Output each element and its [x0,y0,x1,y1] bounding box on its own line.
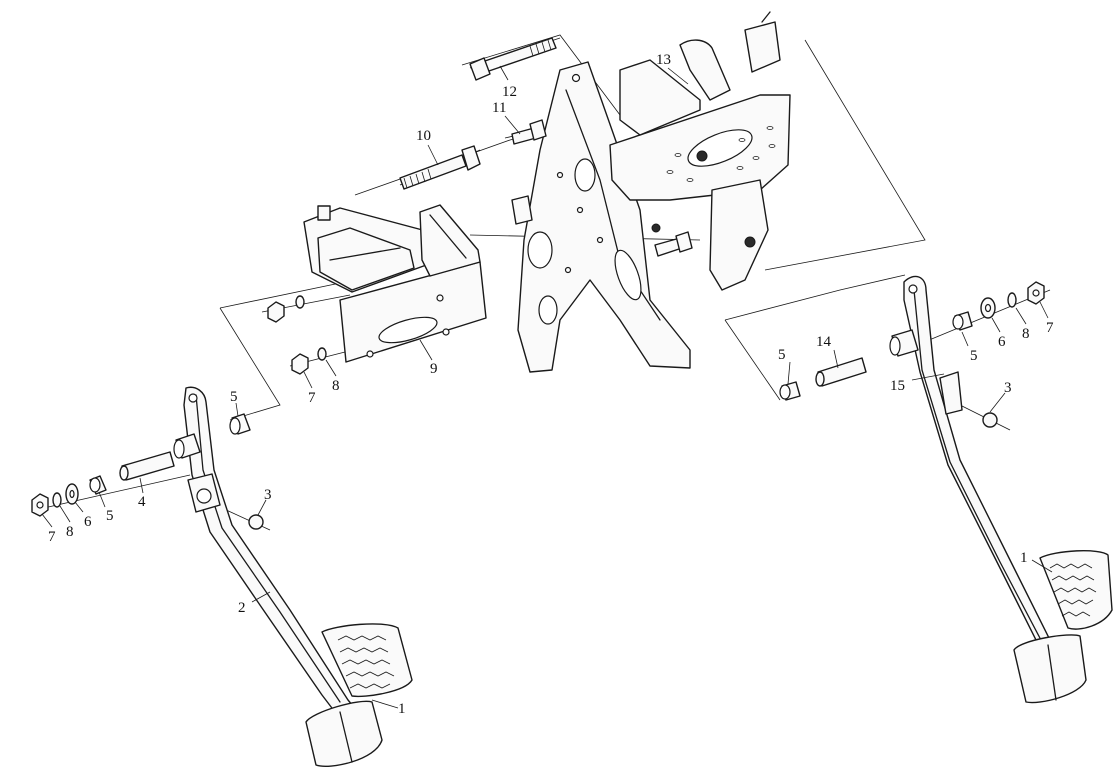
callout-6-left: 6 [84,514,92,530]
left-pedal-arm [183,386,359,717]
callout-7-right: 7 [1046,320,1054,336]
bolt-center [651,223,693,257]
left-hardware [31,295,327,530]
left-pedal-pad [305,623,413,767]
callout-2: 2 [238,600,246,616]
callout-5-a: 5 [106,508,114,524]
callout-4: 4 [138,494,146,510]
callout-14: 14 [816,334,832,350]
callout-5-c: 5 [778,347,786,363]
callout-5-d: 5 [970,348,978,364]
callout-10: 10 [416,128,431,144]
callout-8-right: 8 [1022,326,1030,342]
callout-5-b: 5 [230,389,238,405]
callout-15: 15 [890,378,905,394]
callout-9: 9 [430,361,438,377]
right-mounting-plate [609,11,791,291]
callout-13: 13 [656,52,671,68]
callout-6-right: 6 [998,334,1006,350]
bolt-11 [511,119,547,145]
right-pedal-arm [903,275,1051,649]
callout-12: 12 [502,84,517,100]
right-hardware [779,281,1045,428]
right-pedal-pad [1013,550,1113,704]
callout-3-right: 3 [1004,380,1012,396]
center-bracket [511,61,691,373]
callout-8-left: 8 [66,524,74,540]
callout-11: 11 [492,100,506,116]
callout-1-left: 1 [398,701,406,717]
callout-3-left: 3 [264,487,272,503]
callout-7-center: 7 [308,390,316,406]
callout-1-right: 1 [1020,550,1028,566]
leader-lines [41,65,1053,709]
bolt-10 [399,145,481,190]
callout-8-center: 8 [332,378,340,394]
left-bracket [303,204,487,363]
bolt-12 [469,37,557,81]
callout-labels: 1 1 2 3 3 4 5 5 5 5 6 6 7 7 7 8 8 8 9 10… [48,52,1054,717]
callout-7-left: 7 [48,529,56,545]
